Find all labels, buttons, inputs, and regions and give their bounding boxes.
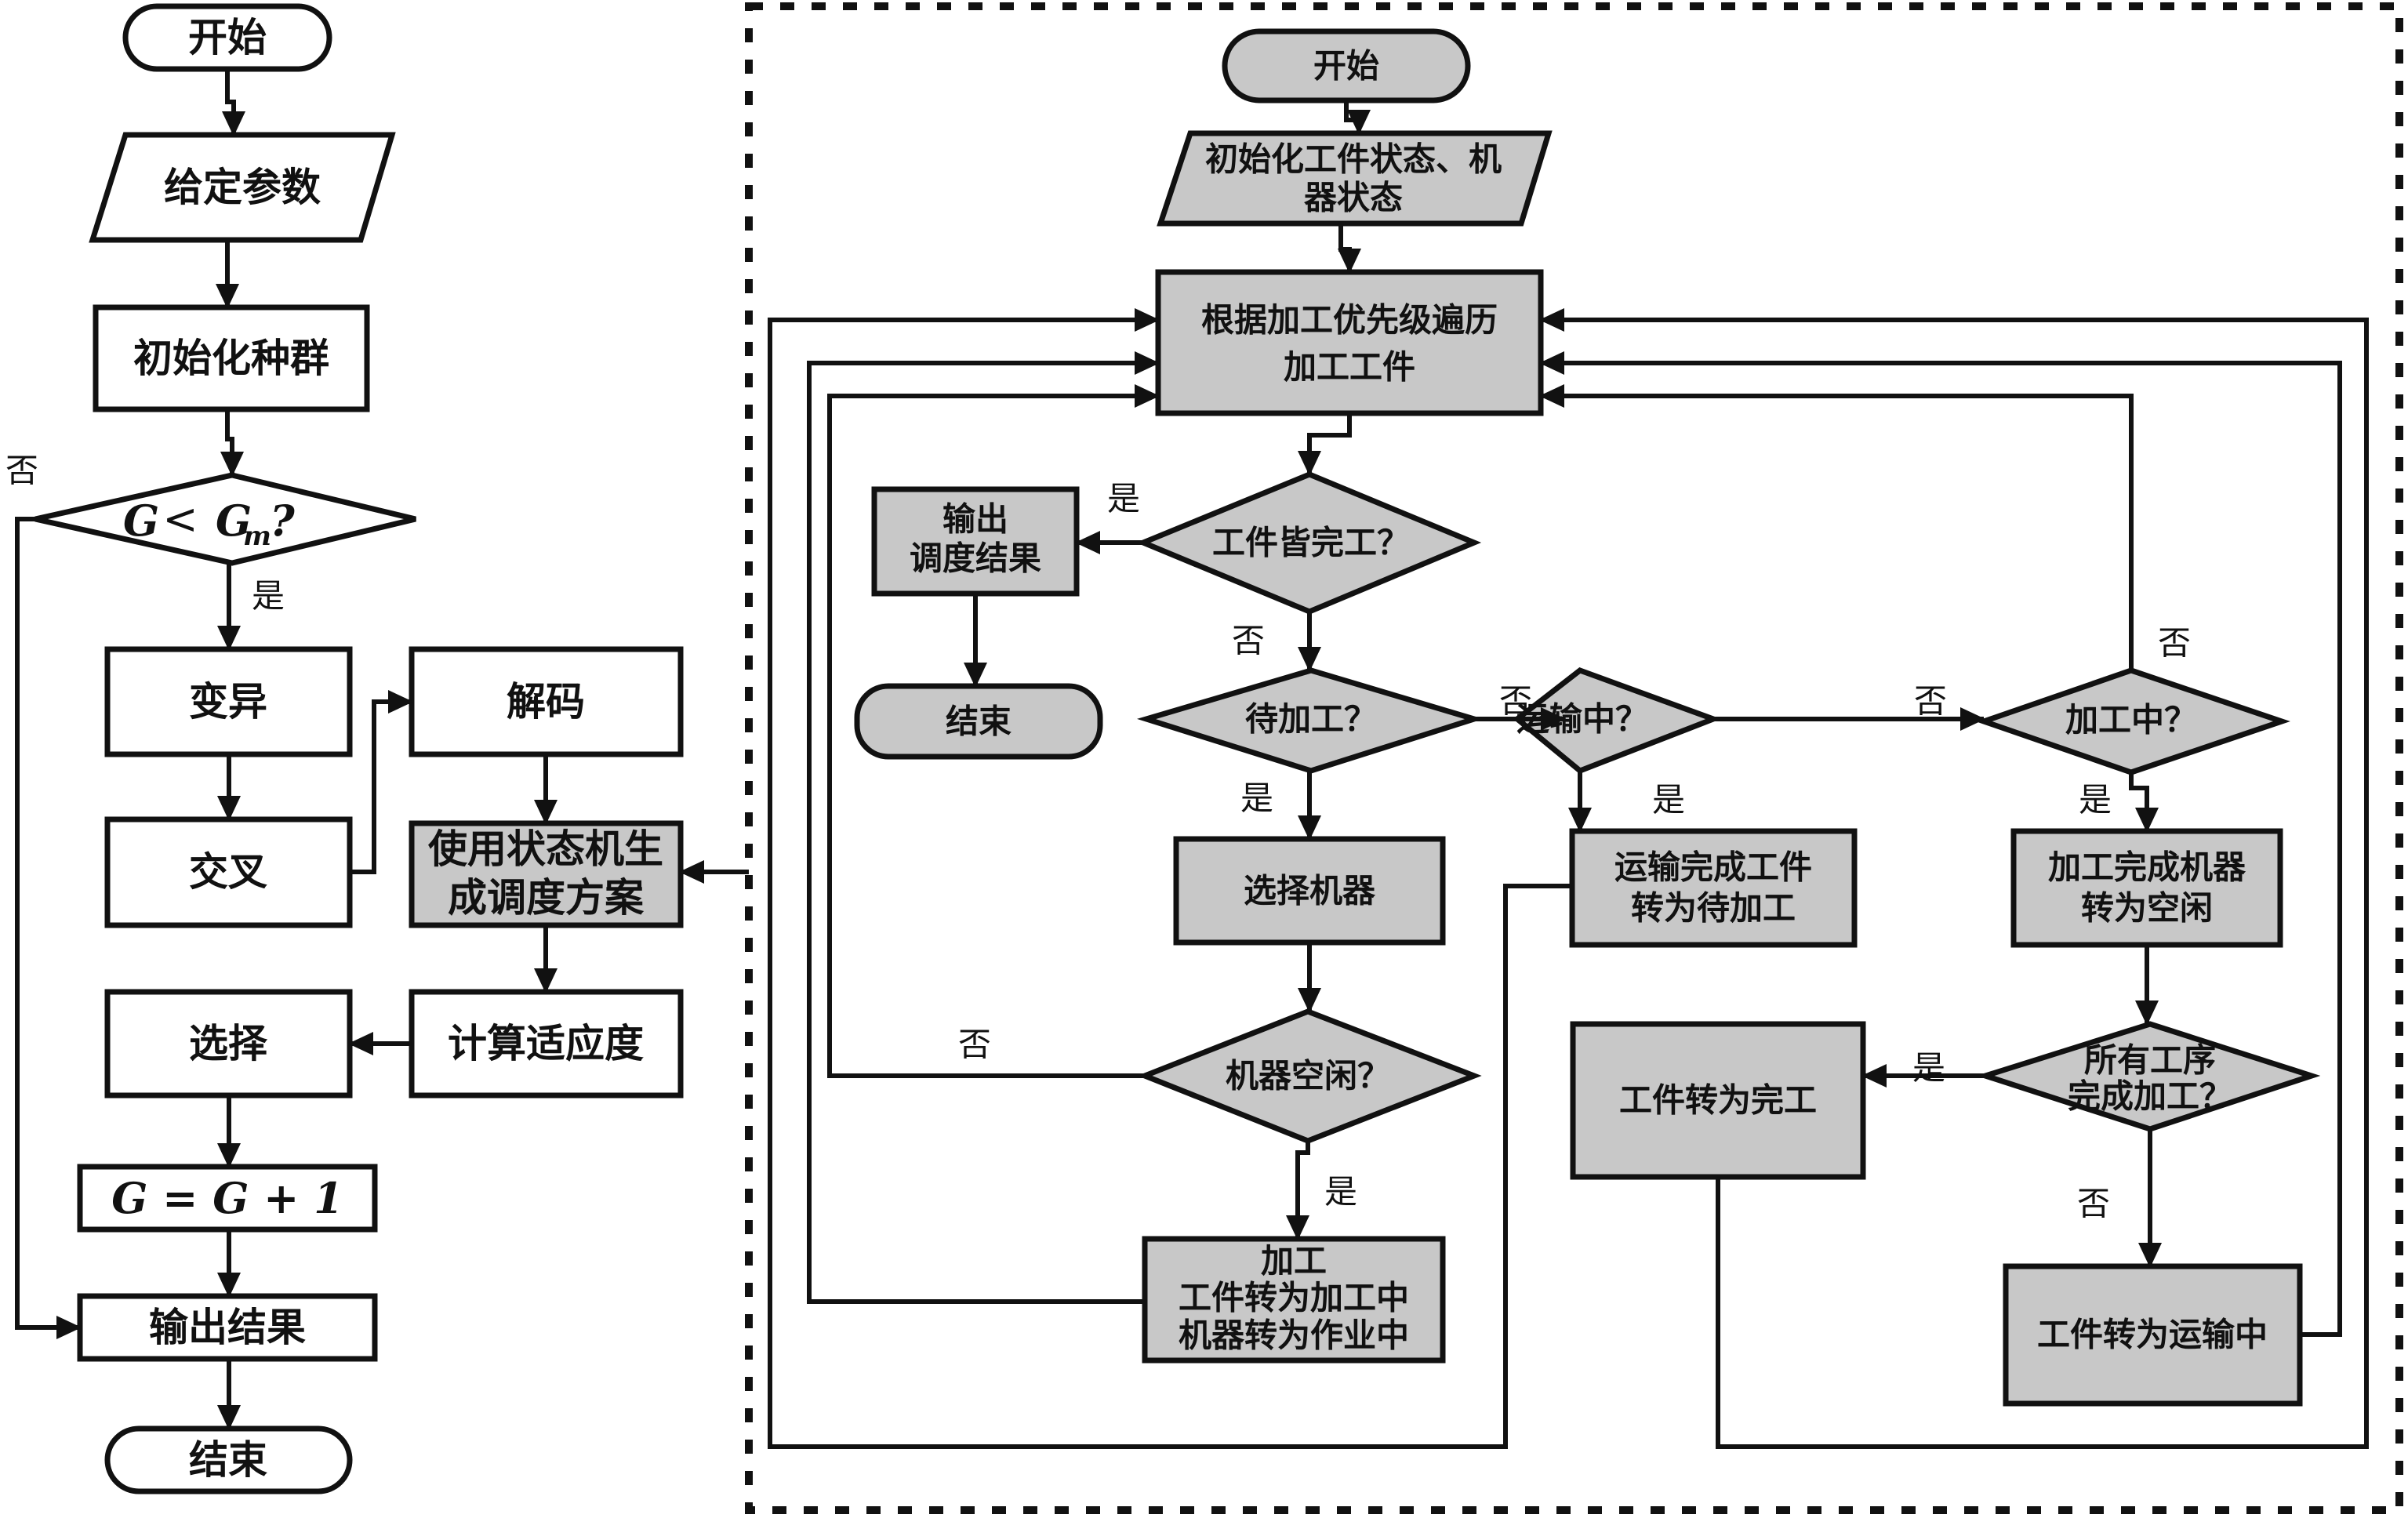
output-schedule-line1: 输出: [942, 500, 1008, 539]
right-state-machine-panel: 开始 初始化工件状态、机 器状态 根据加工优先级遍历 加工工件 工件皆完工？ 输…: [745, 2, 2403, 1514]
generation-check-label: G < G m ?: [123, 495, 296, 553]
init-state-input: [1157, 130, 1553, 227]
machine-idle-label: 机器空闲？: [1226, 1057, 1390, 1095]
processing-no-label: 否: [2158, 624, 2191, 663]
left-connectors: [15, 69, 749, 1430]
right-start-label: 开始: [1313, 47, 1379, 85]
crossover-label: 交叉: [189, 849, 267, 895]
waiting-no-label: 否: [1499, 682, 1532, 721]
generate-schedule-line2: 成调度方案: [448, 875, 645, 921]
svg-text:<: <: [162, 495, 198, 544]
transport-done-line2: 转为待加工: [1631, 889, 1796, 928]
init-state-line1: 初始化工件状态、机: [1205, 140, 1502, 179]
job-transport-label: 工件转为运输中: [2037, 1316, 2268, 1354]
fitness-label: 计算适应度: [448, 1021, 644, 1066]
left-flowchart: 开始 给定参数 初始化种群 G < G m ? 否 是 变异 解码 交叉 使用状: [5, 3, 749, 1494]
waiting-label: 待加工？: [1245, 700, 1377, 739]
left-start-label: 开始: [188, 15, 267, 60]
output-result-label: 输出结果: [149, 1305, 306, 1350]
fitness-box: [409, 989, 684, 1099]
all-done-no-label: 否: [1232, 622, 1265, 660]
params-input: [89, 132, 396, 243]
init-population-box: [93, 304, 370, 412]
right-connectors: [768, 100, 2369, 1449]
decode-box: [409, 646, 684, 757]
all-jobs-done-label: 工件皆完工？: [1212, 524, 1410, 562]
traverse-jobs-line1: 根据加工优先级遍历: [1201, 301, 1498, 340]
decode-label: 解码: [507, 679, 585, 724]
machine-idle-no-label: 否: [958, 1026, 991, 1064]
left-end-label: 结束: [189, 1437, 267, 1483]
processing-yes-label: 是: [2079, 781, 2112, 819]
params-label: 给定参数: [164, 165, 321, 210]
all-done-yes-label: 是: [1107, 480, 1140, 518]
mutate-box: [104, 646, 353, 757]
svg-text:G: G: [123, 496, 159, 546]
do-process-line2: 工件转为加工中: [1179, 1279, 1409, 1317]
job-complete-label: 工件转为完工: [1619, 1081, 1817, 1120]
process-done-line1: 加工完成机器: [2048, 848, 2246, 887]
output-schedule-line2: 调度结果: [910, 539, 1041, 578]
generate-schedule-line1: 使用状态机生: [428, 826, 663, 872]
left-yes-label: 是: [252, 577, 285, 616]
right-end-label: 结束: [946, 703, 1012, 741]
do-process-line1: 加工: [1261, 1242, 1327, 1280]
transporting-yes-label: 是: [1652, 781, 1685, 819]
transport-done-line1: 运输完成工件: [1614, 848, 1812, 887]
all-ops-yes-label: 是: [1912, 1049, 1945, 1088]
all-ops-done-line1: 所有工序: [2084, 1041, 2216, 1080]
all-ops-no-label: 否: [2077, 1185, 2110, 1223]
svg-text:m: m: [243, 521, 271, 552]
svg-text:G: G: [216, 496, 252, 546]
transporting-no-label: 否: [1914, 682, 1947, 721]
traverse-jobs-line2: 加工工件: [1284, 348, 1415, 387]
select-machine-box: [1173, 836, 1446, 946]
generate-schedule-box: [409, 820, 684, 928]
crossover-box: [104, 816, 353, 928]
left-no-label: 否: [5, 452, 38, 490]
init-state-line2: 器状态: [1304, 179, 1403, 217]
select-machine-label: 选择机器: [1244, 872, 1376, 910]
process-done-line2: 转为空闲: [2081, 889, 2213, 928]
do-process-line3: 机器转为作业中: [1179, 1316, 1409, 1355]
job-complete-box: [1570, 1021, 1866, 1180]
mutate-label: 变异: [189, 679, 267, 724]
svg-text:?: ?: [270, 496, 296, 546]
processing-label: 加工中？: [2065, 701, 2197, 739]
select-label: 选择: [189, 1021, 268, 1066]
all-ops-done-line2: 完成加工？: [2068, 1077, 2232, 1116]
waiting-yes-label: 是: [1240, 779, 1273, 818]
init-population-label: 初始化种群: [133, 336, 329, 381]
machine-idle-yes-label: 是: [1324, 1173, 1357, 1211]
generation-check-diamond: [35, 472, 416, 566]
dashed-border: [745, 2, 2403, 1514]
increment-label: G = G + 1: [111, 1173, 343, 1223]
traverse-jobs-box: [1155, 269, 1544, 416]
